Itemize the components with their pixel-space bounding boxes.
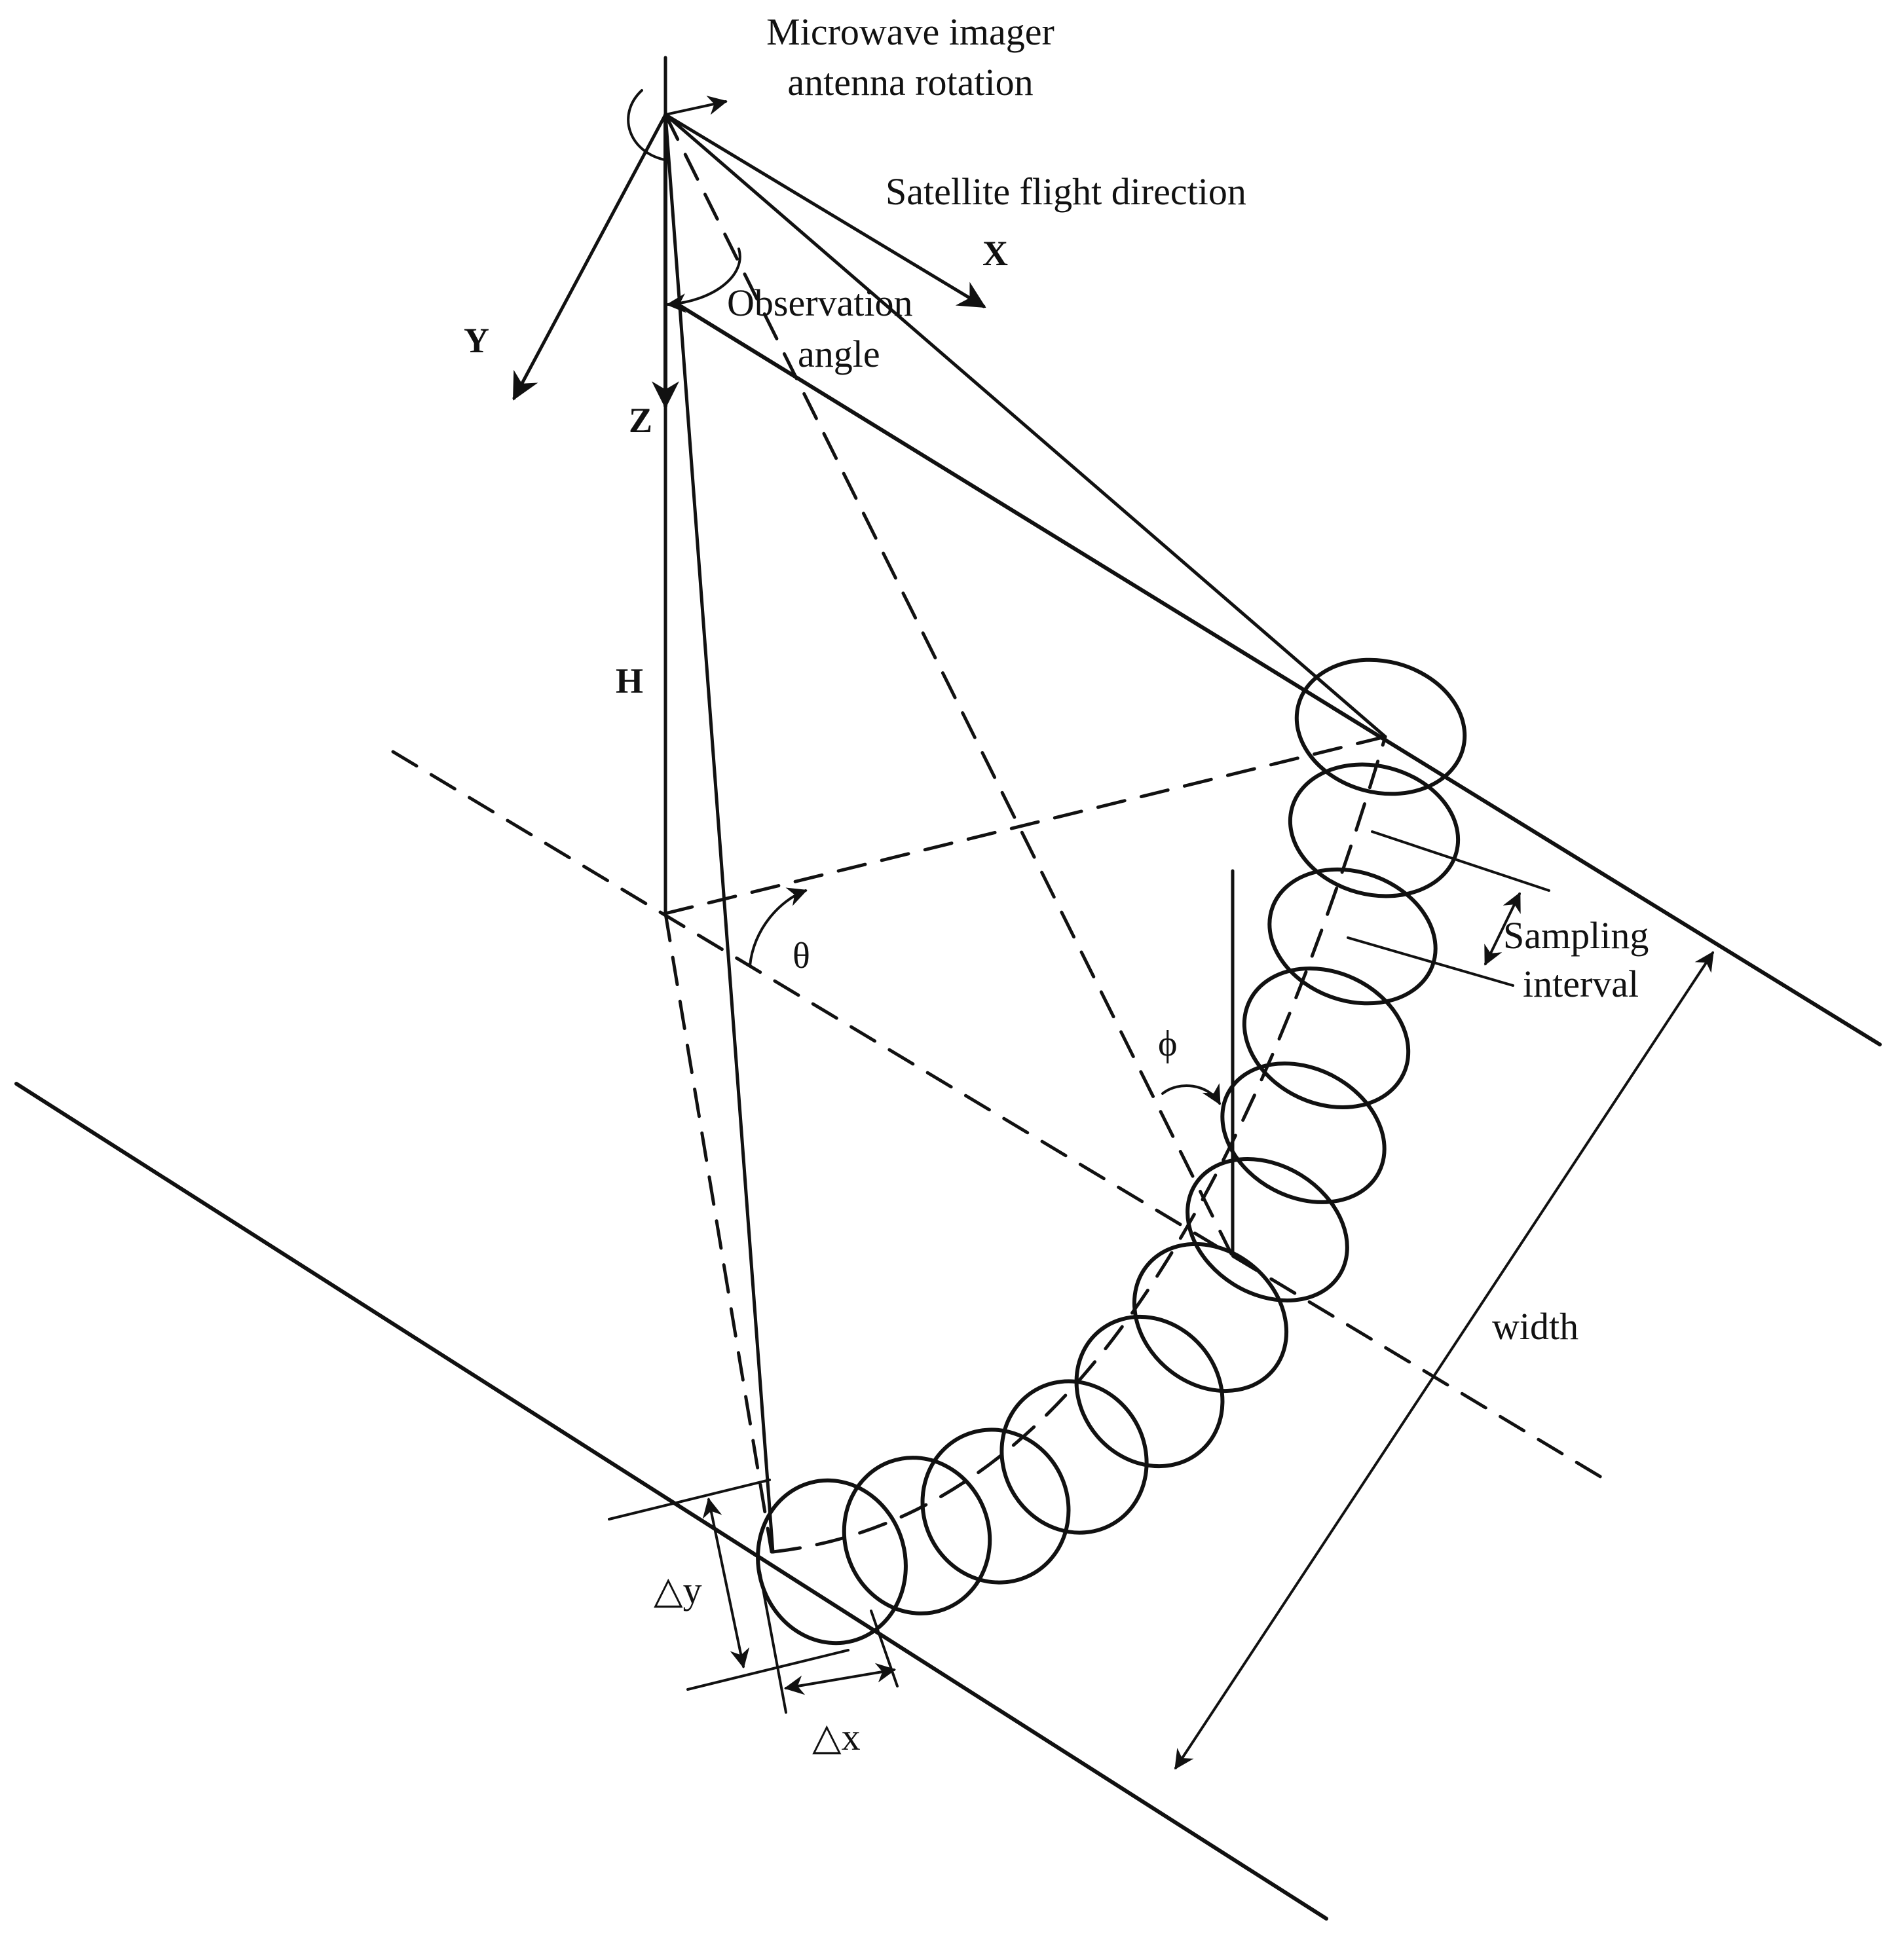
x-axis-arrow [663, 113, 986, 308]
antenna-rotation-label-line2: antenna rotation [787, 61, 1033, 103]
footprint-ellipse [1294, 657, 1467, 796]
footprint-ellipse [842, 1456, 992, 1615]
flight-direction-label: Satellite flight direction [886, 170, 1246, 213]
ground-track-dashed [391, 750, 1613, 1485]
observation-angle-label-line2: angle [798, 333, 880, 375]
footprint-ellipse [1267, 867, 1438, 1006]
y-axis-label: Y [464, 321, 489, 360]
footprint-ellipse [1220, 1061, 1387, 1204]
delta-y-label: △y [654, 1569, 702, 1612]
x-axis-label: X [982, 234, 1008, 273]
footprint-ellipse [1242, 967, 1411, 1109]
ground-cross-dashed [663, 735, 1387, 915]
phi-angle-arc [1161, 1083, 1221, 1105]
observation-angle-label-line1: Observation [727, 282, 913, 324]
footprint-ellipse [1185, 1157, 1349, 1302]
sampling-interval-tick-lower [1347, 936, 1514, 987]
theta-angle-arc [749, 887, 808, 967]
sampling-interval-label-line1: Sampling [1503, 914, 1649, 957]
width-dimension-arrow [1174, 951, 1714, 1770]
rotation-direction-arrow [664, 96, 728, 116]
delta-x-label: △x [812, 1716, 861, 1758]
theta-label: θ [793, 936, 810, 976]
delta-x-arrow [784, 1663, 896, 1695]
swath-upper-boundary [679, 304, 1882, 1046]
delta-y-arrow [702, 1498, 750, 1668]
rotation-arc [627, 89, 669, 162]
cone-edge-right [663, 113, 1387, 739]
nadir-to-start-dashed [663, 912, 774, 1554]
scan-arc-dashed [771, 735, 1387, 1554]
z-axis-label: Z [629, 401, 652, 440]
sampling-interval-tick-upper [1371, 830, 1550, 892]
delta-y-extension-upper [608, 1479, 771, 1520]
width-label: width [1492, 1305, 1578, 1348]
delta-y-extension-lower [686, 1649, 849, 1691]
delta-x-extension-left [758, 1570, 787, 1714]
observation-angle-arc [666, 248, 741, 314]
y-axis-arrow [512, 113, 667, 401]
phi-label: ϕ [1158, 1023, 1177, 1064]
sampling-interval-label-line2: interval [1523, 963, 1639, 1005]
cone-edge-left [663, 113, 775, 1554]
antenna-rotation-label-line1: Microwave imager [766, 10, 1055, 53]
swath-lower-boundary [14, 1082, 1328, 1921]
footprint-ellipses [756, 657, 1467, 1646]
footprint-ellipse [999, 1379, 1149, 1535]
footprint-ellipse [1288, 762, 1461, 898]
footprint-ellipse [920, 1428, 1071, 1585]
footprint-ellipse [1074, 1314, 1225, 1469]
height-label: H [616, 661, 643, 701]
cone-axis-dashed [663, 113, 1233, 1256]
